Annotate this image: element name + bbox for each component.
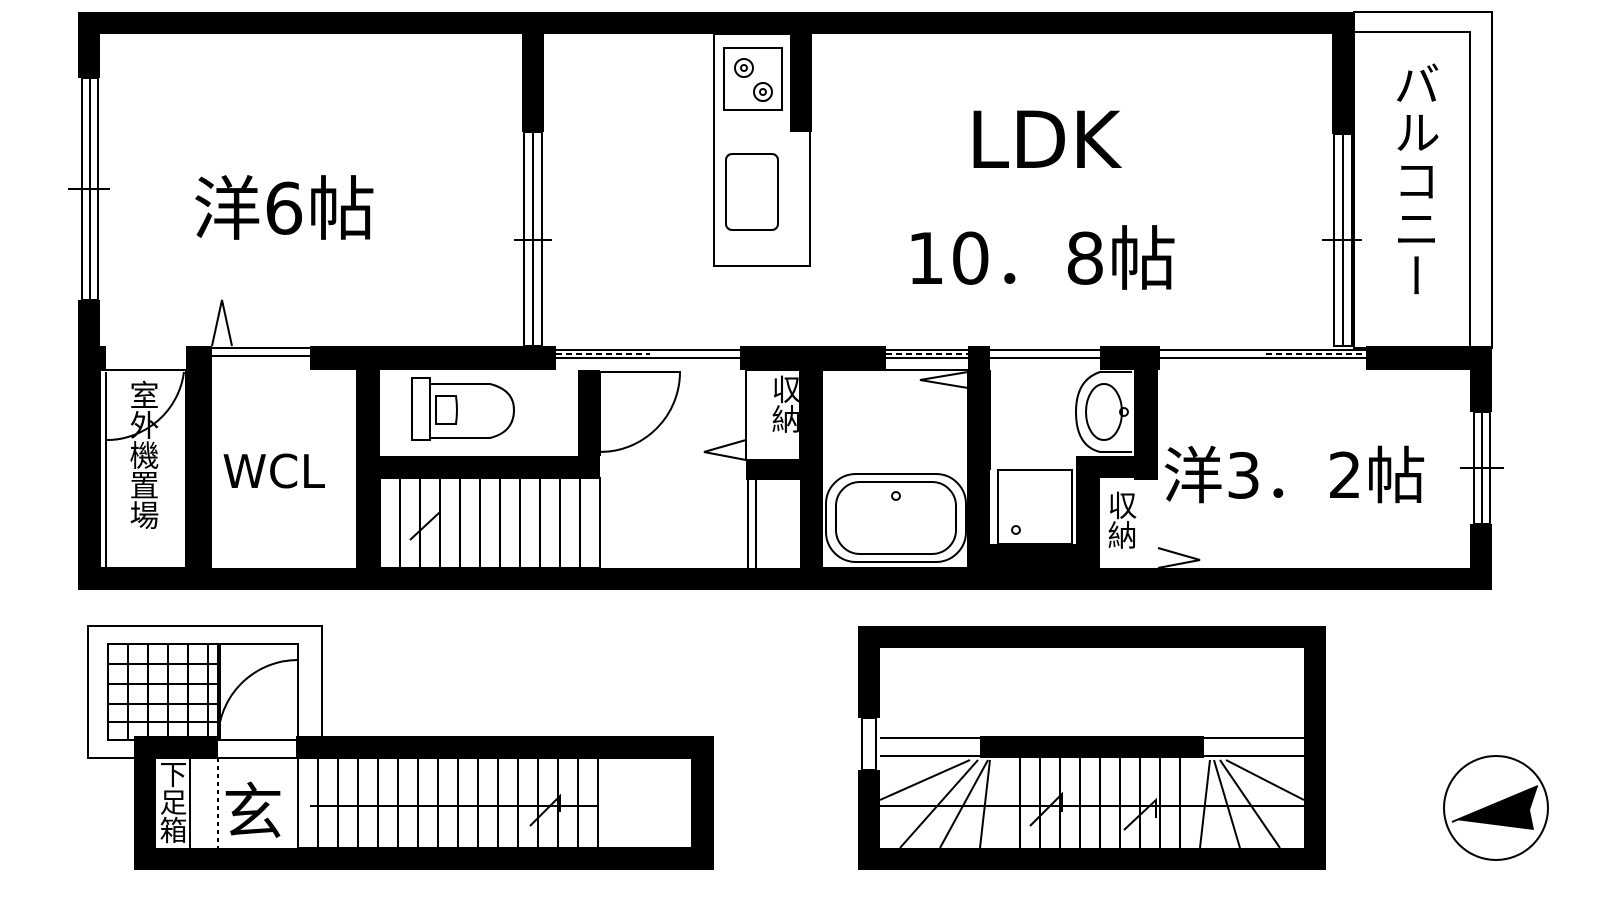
outdoor-unit-area [99, 369, 187, 569]
toilet-bowl [429, 383, 516, 439]
wall-mid-2 [310, 346, 556, 370]
wall-mid-5 [1366, 346, 1492, 370]
loft-floor [858, 626, 1326, 870]
wall-left-upper [78, 12, 100, 78]
wall-bottom [78, 568, 1492, 590]
room-label-ldk-size: 10．8帖 [904, 219, 1178, 301]
stove [723, 47, 783, 111]
window-loft [861, 717, 877, 771]
wall-storage-1-right [800, 346, 822, 590]
tile-grid [107, 643, 299, 741]
room-label-wcl: WCL [222, 445, 326, 499]
wall-toilet-bottom [380, 456, 600, 478]
toilet-tank [411, 377, 431, 441]
room-label-shoe-box: 下足箱 [156, 760, 189, 844]
stairs-upper [379, 477, 601, 569]
room-label-western-6: 洋6帖 [192, 169, 377, 251]
room-label-storage-2: 収納 [1102, 490, 1138, 550]
wall-wcl-left [186, 346, 212, 590]
wall-bedroom-ldk [522, 34, 544, 132]
room-label-ldk: LDK [966, 97, 1123, 187]
wall-right-bottom [1470, 524, 1492, 590]
wall-right-balcony [1332, 12, 1354, 134]
bath-area [821, 369, 969, 569]
room-label-entrance: 玄 [222, 776, 284, 849]
upper-floor-lines [68, 11, 1504, 569]
room-label-balcony: バルコニー [1384, 60, 1440, 300]
stairs-lower [297, 757, 693, 849]
wall-kitchen [790, 34, 812, 132]
room-label-outdoor-unit: 室外機置場 [124, 380, 160, 530]
upper-floor [78, 12, 1492, 590]
room-label-storage-1: 収納 [766, 374, 802, 434]
washbasin [1074, 371, 1132, 453]
bathtub [825, 473, 967, 563]
room-label-western-3-2: 洋3．2帖 [1162, 440, 1427, 513]
entrance-floor [87, 625, 714, 870]
wall-top [78, 12, 1354, 34]
burner-2 [753, 82, 773, 102]
wall-left-lower [78, 372, 100, 590]
washing-pan [997, 469, 1073, 545]
burner-1 [734, 58, 754, 78]
wall-storage-1-bottom [746, 460, 804, 480]
wall-wcl-right [356, 346, 380, 590]
wall-shower-base [990, 544, 1080, 590]
wall-horizontal-mid [78, 346, 106, 370]
wall-bath-right [968, 346, 990, 590]
kitchen-counter [713, 33, 811, 267]
sink [725, 153, 779, 231]
wall-toilet-side [578, 370, 600, 478]
wall-wash-right [1134, 346, 1158, 480]
compass-icon [1443, 755, 1549, 861]
